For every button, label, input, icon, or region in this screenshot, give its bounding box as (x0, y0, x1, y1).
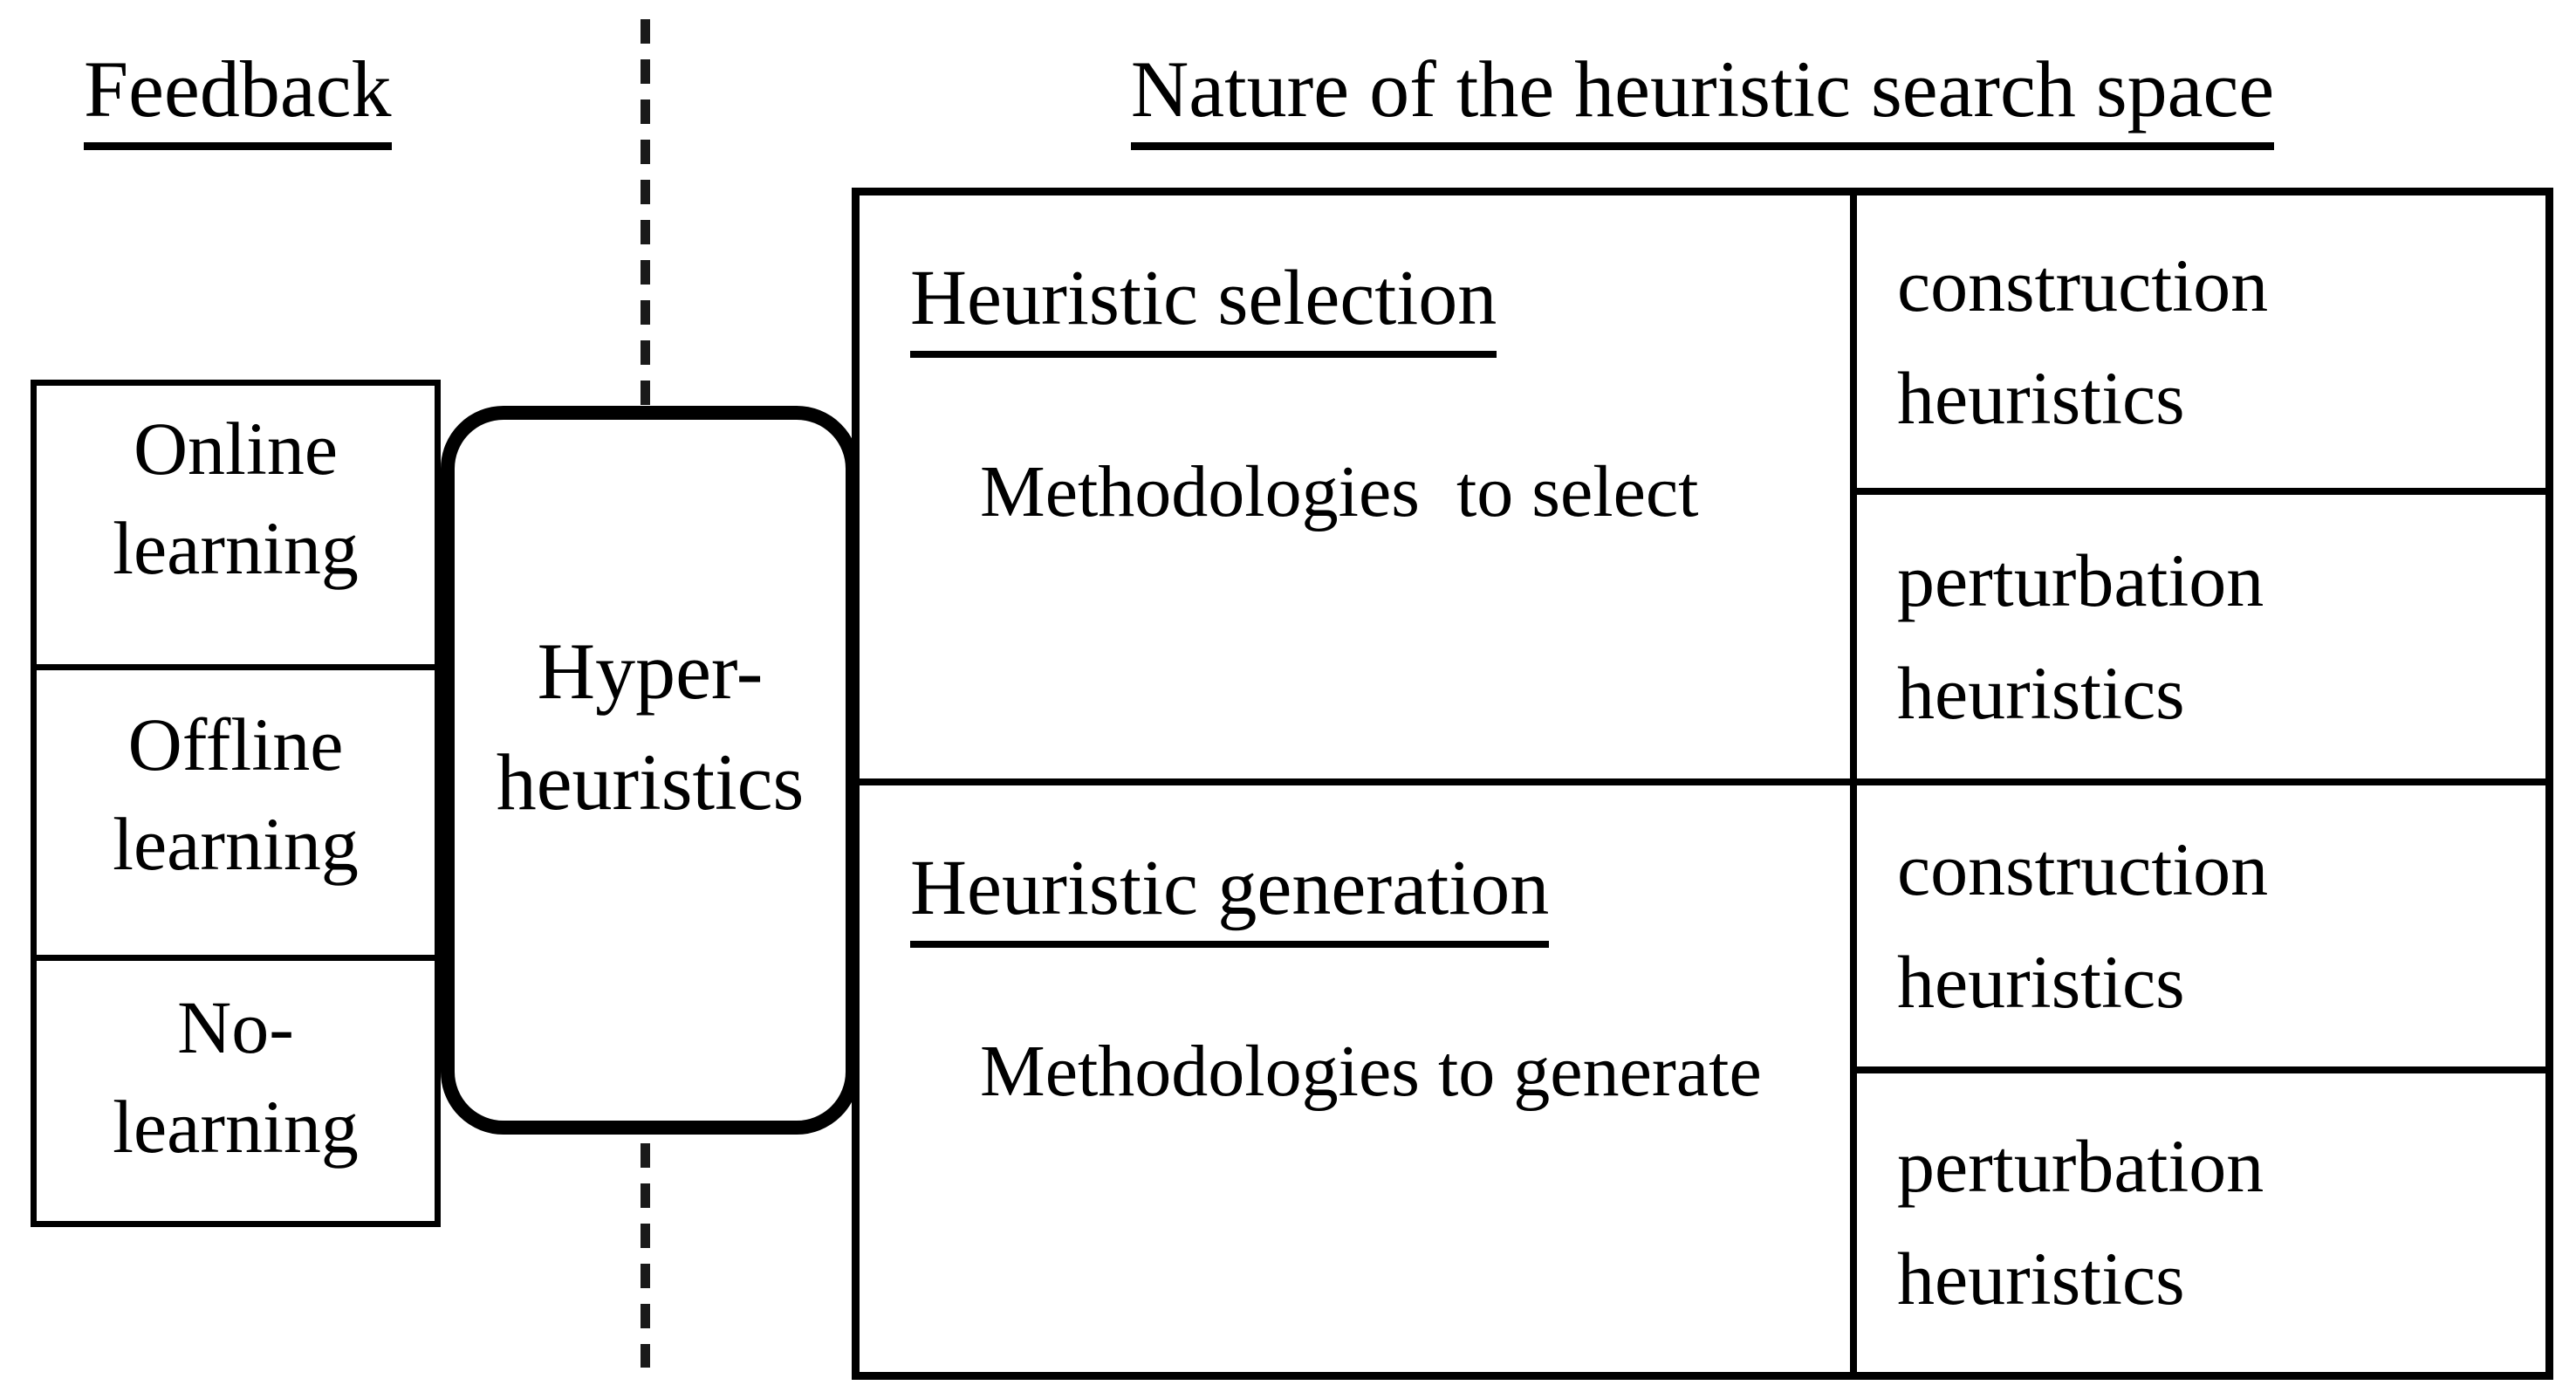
search-space-heading-text: Nature of the heuristic search space (1130, 45, 2275, 151)
feedback-heading: Feedback (84, 45, 392, 151)
search-space-table: Heuristic selection Methodologies to sel… (852, 188, 2553, 1380)
methodologies-to-select-label: Methodologies to select (980, 451, 1699, 532)
feedback-box-online-learning: Online learning (31, 380, 441, 670)
generation-perturbation-label: perturbation heuristics (1897, 1124, 2264, 1320)
no-learning-label: No- learning (113, 985, 359, 1169)
cell-heuristic-generation: Heuristic generation Methodologies to ge… (860, 785, 1857, 1372)
generation-construction-label: construction heuristics (1897, 827, 2269, 1024)
offline-learning-label: Offline learning (113, 703, 359, 886)
feedback-box-group: Online learning Offline learning No- lea… (31, 380, 441, 1227)
cell-heuristic-selection: Heuristic selection Methodologies to sel… (860, 195, 1857, 785)
cell-selection-perturbation: perturbation heuristics (1857, 495, 2545, 778)
heuristic-generation-title-text: Heuristic generation (910, 843, 1550, 948)
heuristic-selection-title-text: Heuristic selection (910, 253, 1497, 358)
heuristic-selection-title: Heuristic selection (910, 253, 1497, 358)
feedback-box-no-learning: No- learning (31, 955, 441, 1227)
heuristic-generation-title: Heuristic generation (910, 843, 1550, 948)
selection-perturbation-label: perturbation heuristics (1897, 538, 2264, 735)
search-space-heading: Nature of the heuristic search space (852, 45, 2553, 151)
cell-generation-perturbation: perturbation heuristics (1857, 1073, 2545, 1372)
cell-generation-construction: construction heuristics (1857, 785, 2545, 1073)
hyper-heuristics-box: Hyper- heuristics (441, 406, 860, 1135)
feedback-heading-text: Feedback (84, 45, 392, 151)
online-learning-label: Online learning (113, 406, 359, 590)
feedback-box-offline-learning: Offline learning (31, 664, 441, 961)
cell-generation-heuristic-types: construction heuristics perturbation heu… (1857, 785, 2545, 1372)
selection-construction-label: construction heuristics (1897, 243, 2269, 440)
cell-selection-heuristic-types: construction heuristics perturbation heu… (1857, 195, 2545, 785)
hyper-heuristics-label: Hyper- heuristics (496, 626, 805, 826)
methodologies-to-generate-label: Methodologies to generate (980, 1031, 1762, 1112)
cell-selection-construction: construction heuristics (1857, 195, 2545, 495)
